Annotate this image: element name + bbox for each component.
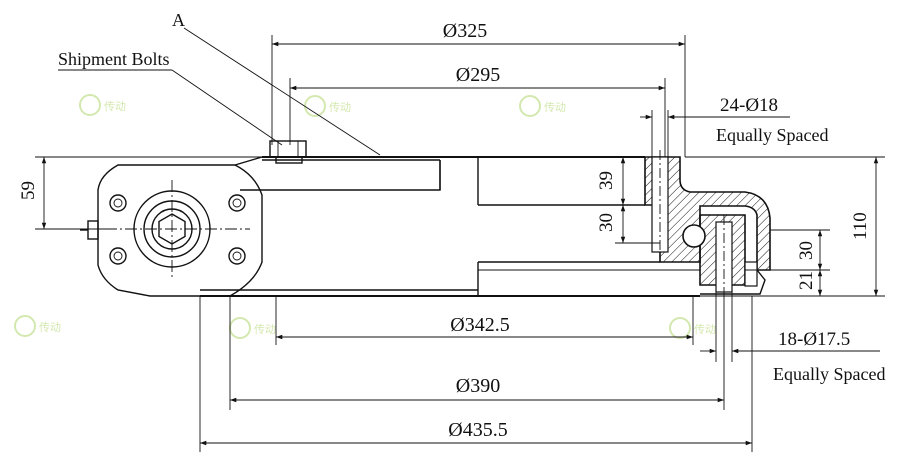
watermarks: 传动 传动 传动 传动 传动 传动 [14, 94, 716, 339]
watermark-brand: 传动 [329, 101, 351, 114]
watermark-brand: 传动 [694, 323, 716, 336]
holes-bottom-label: 18-Ø17.5 [778, 329, 850, 350]
housing-bolt [228, 247, 246, 265]
dim-59-label: 59 [18, 181, 39, 200]
ring-section [644, 150, 771, 300]
dim-295-label: Ø295 [456, 64, 500, 86]
watermark-logo: 传动 [519, 95, 566, 117]
dim-435-5-label: Ø435.5 [448, 419, 507, 441]
watermark-logo: 传动 [229, 317, 276, 339]
housing-bolt [109, 247, 127, 265]
holes-top-note: Equally Spaced [716, 125, 828, 145]
shipment-bolt [269, 140, 307, 164]
dimensions: Ø325 Ø295 24-Ø18 Equally Spaced A Shipme… [18, 10, 885, 452]
housing-bolt [228, 194, 246, 212]
slewing-ring-body [200, 140, 700, 297]
watermark-brand: 传动 [39, 321, 61, 334]
housing-bolt [109, 194, 127, 212]
holes-bottom-note: Equally Spaced [773, 364, 885, 384]
holes-top-label: 24-Ø18 [720, 95, 778, 116]
watermark-brand: 传动 [544, 101, 566, 114]
dim-30-left-label: 30 [596, 213, 617, 232]
dim-110-label: 110 [850, 212, 871, 240]
worm-housing [80, 164, 263, 297]
watermark-brand: 传动 [254, 323, 276, 336]
watermark-logo: 传动 [79, 94, 126, 116]
dim-39-label: 39 [596, 171, 617, 190]
watermark-brand: 传动 [104, 100, 126, 113]
dim-342-5-label: Ø342.5 [450, 314, 509, 336]
callout-a: A [172, 10, 185, 30]
watermark-logo: 传动 [304, 95, 351, 117]
watermark-logo: 传动 [14, 315, 61, 337]
dim-390-label: Ø390 [456, 375, 500, 397]
shipment-bolts-label: Shipment Bolts [58, 49, 170, 69]
dim-30-right-label: 30 [796, 241, 817, 260]
dim-325-label: Ø325 [443, 20, 487, 42]
dim-21-label: 21 [796, 271, 817, 290]
